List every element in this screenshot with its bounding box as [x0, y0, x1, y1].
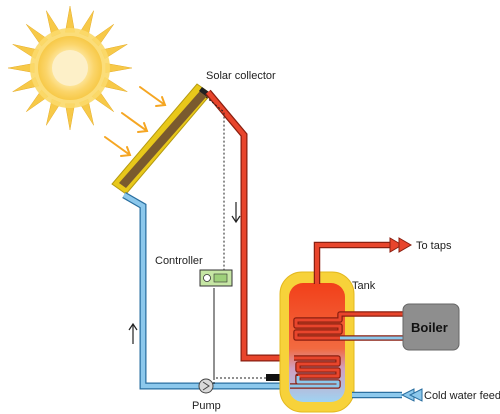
controller-unit	[199, 269, 233, 287]
boiler-unit	[402, 303, 460, 351]
sun-icon	[7, 5, 133, 131]
sunlight-arrow-icon	[139, 86, 167, 107]
to-taps-label: To taps	[416, 240, 452, 252]
tank-label: Tank	[352, 280, 376, 292]
sunlight-arrow-icon	[121, 112, 149, 133]
sunlight-arrow-icon	[104, 136, 132, 157]
solar-coil	[290, 355, 341, 389]
to-taps-arrow-icon	[389, 237, 412, 253]
tank-sensor	[266, 374, 281, 381]
flow-down-arrow-icon	[231, 202, 241, 224]
controller-label: Controller	[155, 255, 203, 267]
solar-collector-label: Solar collector	[206, 70, 276, 82]
sunlight-arrows	[104, 86, 167, 157]
controller-wires	[205, 96, 268, 385]
hot-water-tank	[279, 271, 355, 413]
boiler-label: Boiler	[411, 320, 448, 335]
cold-water-feed-label: Cold water feed	[424, 390, 500, 402]
boiler-coil	[293, 311, 404, 341]
pump-label: Pump	[192, 400, 221, 412]
pump-icon	[198, 378, 214, 394]
flow-up-arrow-icon	[128, 322, 138, 344]
cold-feed-arrow-icon	[400, 388, 423, 402]
